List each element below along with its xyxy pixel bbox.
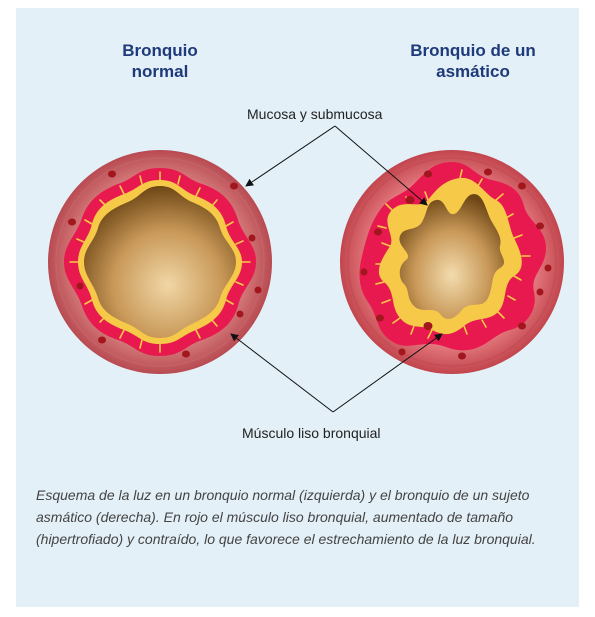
muscle-label: Músculo liso bronquial	[242, 425, 381, 441]
normal-blood-vessels	[68, 170, 262, 358]
mucosa-label: Mucosa y submucosa	[247, 106, 383, 122]
asthmatic-bronchus	[340, 150, 564, 374]
mucosa-pointer-right	[334, 125, 428, 206]
figure-caption: Esquema de la luz en un bronquio normal …	[36, 487, 536, 547]
muscle-pointer-left	[230, 333, 334, 413]
normal-mucosa-cilia	[69, 171, 251, 353]
normal-wall-ring	[55, 157, 265, 367]
normal-bronchus-title: Bronquio normal	[95, 40, 225, 82]
normal-bronchus	[48, 150, 272, 374]
asthmatic-bronchus-title: Bronquio de un asmático	[388, 40, 558, 82]
asthmatic-mucosa-cilia	[375, 169, 531, 339]
asthmatic-title-line2: asmático	[436, 62, 510, 81]
asthmatic-title-line1: Bronquio de un	[410, 41, 536, 60]
muscle-pointer-right	[332, 333, 443, 413]
normal-title-line2: normal	[131, 62, 189, 81]
asthmatic-lumen	[399, 194, 505, 319]
pointer-lines	[230, 125, 443, 413]
mucosa-pointer-left	[245, 125, 336, 187]
normal-title-line1: Bronquio	[122, 41, 198, 60]
normal-lumen	[84, 186, 236, 338]
asthmatic-wall-ring	[347, 157, 557, 367]
asthmatic-blood-vessels	[360, 168, 552, 360]
